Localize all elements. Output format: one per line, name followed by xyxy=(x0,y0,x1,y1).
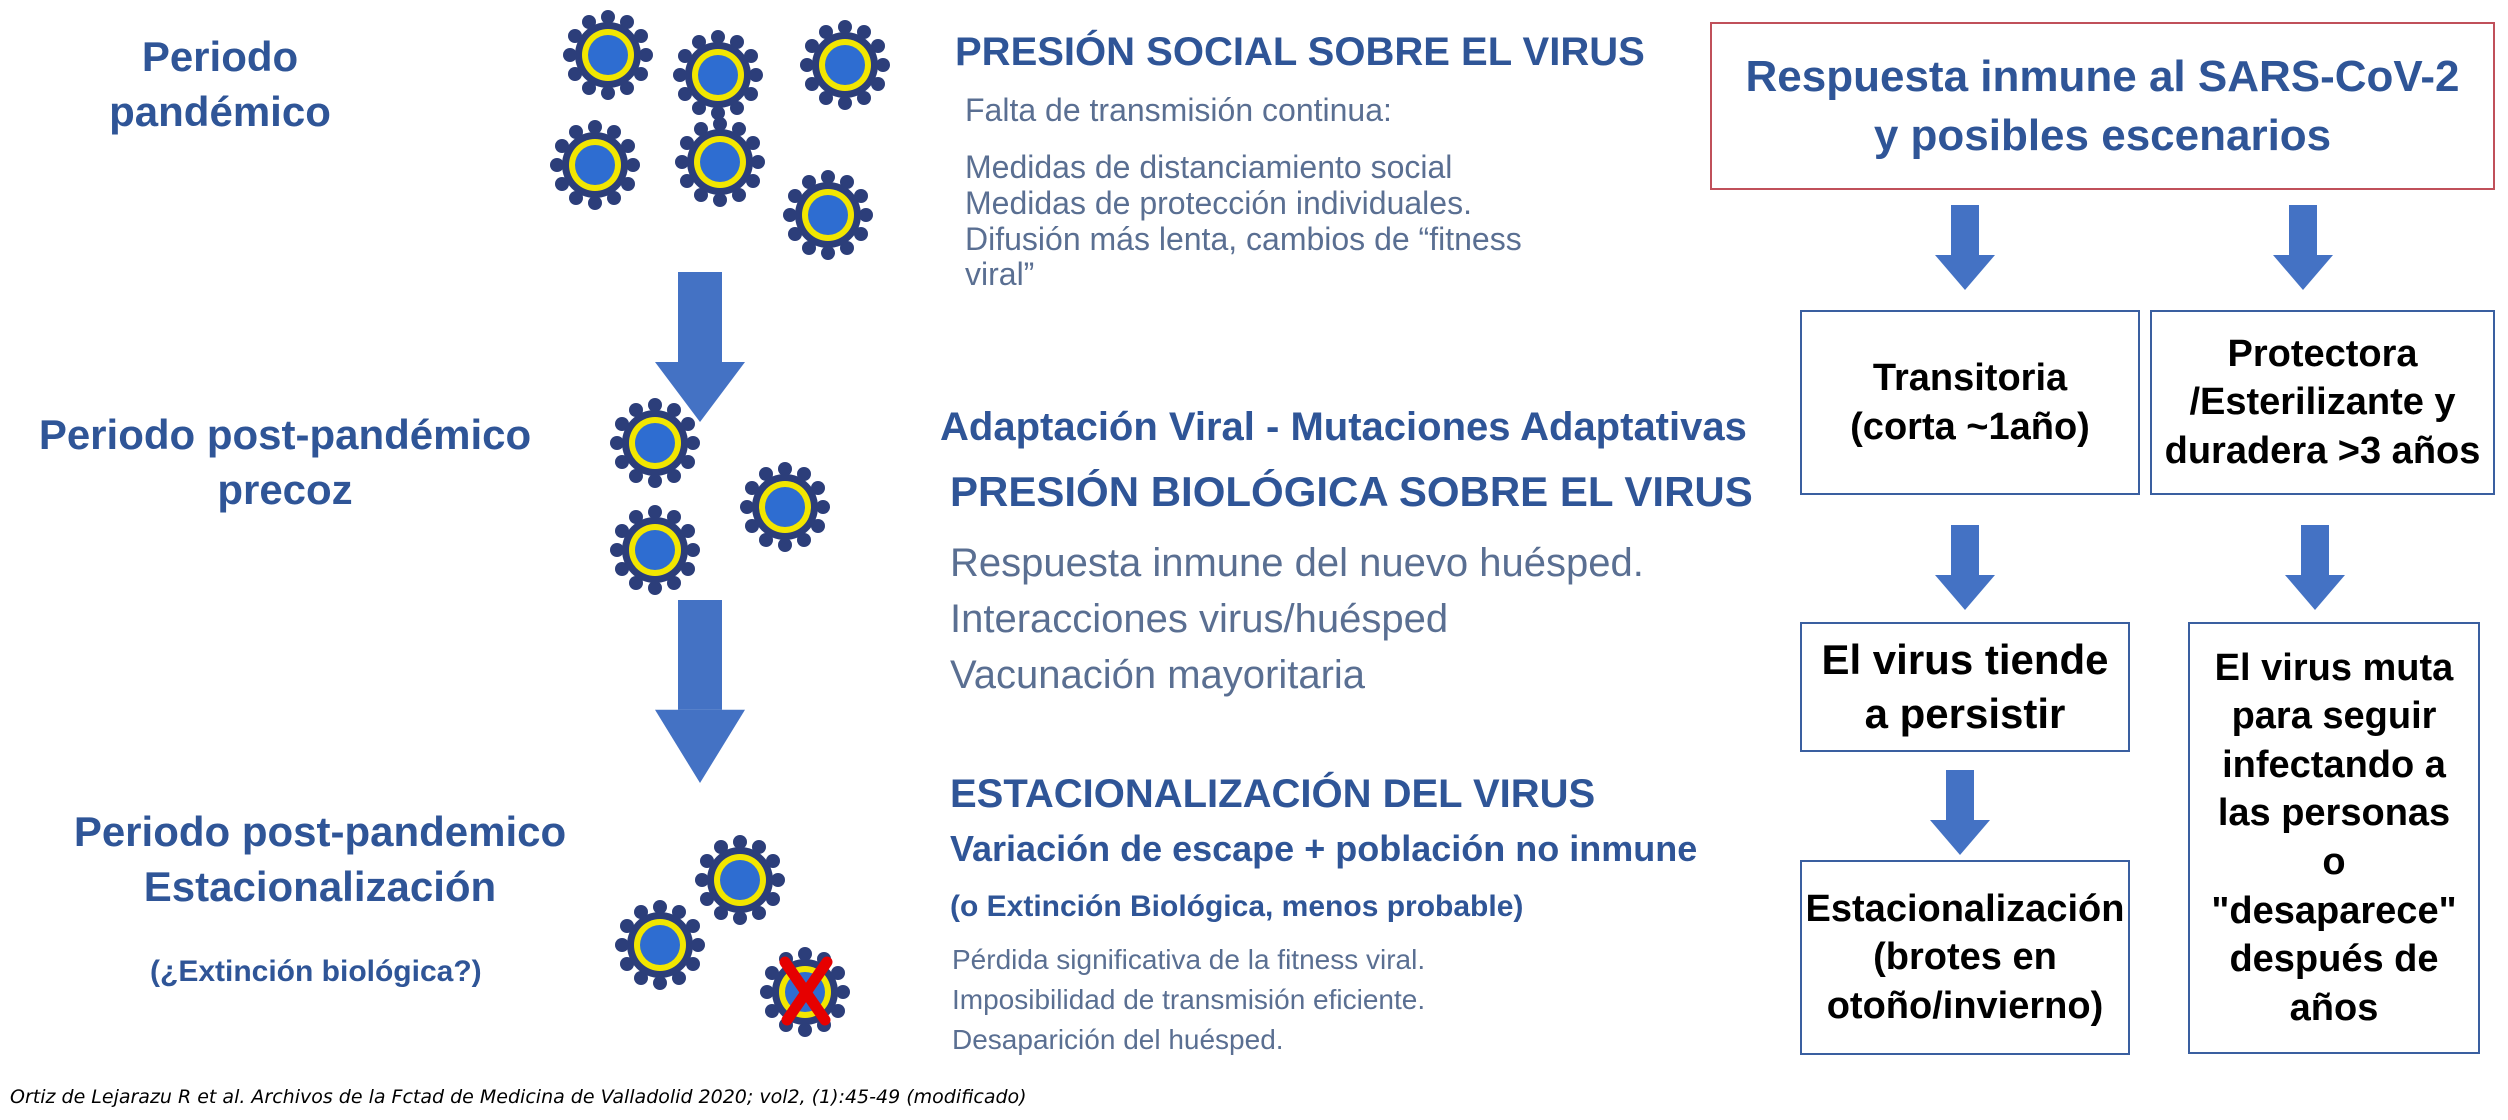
box-transient-response: Transitoria (corta ~1año) xyxy=(1800,310,2140,495)
virus-icon xyxy=(610,398,700,488)
list-item: Interacciones virus/huésped xyxy=(950,597,1449,641)
period-early-post-pandemic: Periodo post-pandémico precoz xyxy=(38,411,532,513)
list-item: Vacunación mayoritaria xyxy=(950,653,1366,697)
arrow-down-icon xyxy=(1930,770,1990,855)
social-pressure-subheading: Falta de transmisión continua: xyxy=(965,92,1392,128)
virus-icon xyxy=(783,170,873,260)
list-item: Difusión más lenta, cambios de “fitness xyxy=(965,220,1522,257)
seasonalization-note: (o Extinción Biológica, menos probable) xyxy=(950,890,1524,923)
virus-icon xyxy=(673,30,763,120)
virus-icon xyxy=(550,120,640,210)
period-pandemic: Periodo pandémico xyxy=(109,33,331,135)
virus-icon xyxy=(610,505,700,595)
seasonalization-heading: ESTACIONALIZACIÓN DEL VIRUS xyxy=(950,772,1596,816)
flowchart-title: Respuesta inmune al SARS-CoV-2 y posible… xyxy=(1710,22,2495,190)
virus-icon xyxy=(740,462,830,552)
list-item: viral” xyxy=(965,256,1035,293)
adaptation-heading: Adaptación Viral - Mutaciones Adaptativa… xyxy=(940,405,1747,449)
virus-icon xyxy=(675,117,765,207)
arrow-down-icon xyxy=(1935,205,1995,290)
virus-icon xyxy=(695,835,785,925)
list-item: Desaparición del huésped. xyxy=(952,1023,1284,1055)
period-seasonal-subtitle: (¿Extinción biológica?) xyxy=(150,955,482,988)
list-item: Pérdida significativa de la fitness vira… xyxy=(952,944,1426,975)
arrow-down-icon xyxy=(2285,525,2345,610)
biological-pressure-list: Respuesta inmune del nuevo huésped. Inte… xyxy=(950,535,1644,703)
box-protective-response: Protectora /Esterilizante y duradera >3 … xyxy=(2150,310,2495,495)
period-seasonalization: Periodo post-pandemico Estacionalización xyxy=(73,808,567,910)
social-pressure-list: Medidas de distanciamiento social Medida… xyxy=(965,149,1522,293)
box-seasonalization: Estacionalización (brotes en otoño/invie… xyxy=(1800,860,2130,1055)
arrow-down-icon xyxy=(655,272,745,422)
biological-pressure-heading: PRESIÓN BIOLÓGICA SOBRE EL VIRUS xyxy=(950,468,1753,515)
citation: Ortiz de Lejarazu R et al. Archivos de l… xyxy=(10,1086,1027,1108)
list-item: Medidas de protección individuales. xyxy=(965,184,1472,221)
cross-icon xyxy=(779,956,833,1026)
seasonalization-list: Pérdida significativa de la fitness vira… xyxy=(952,940,1425,1059)
box-virus-mutates: El virus muta para seguir infectando a l… xyxy=(2188,622,2480,1054)
virus-icon xyxy=(563,10,653,100)
virus-icon xyxy=(615,900,705,990)
arrow-down-icon xyxy=(1935,525,1995,610)
list-item: Medidas de distanciamiento social xyxy=(965,149,1453,185)
arrow-down-icon xyxy=(655,600,745,783)
box-virus-persists: El virus tiende a persistir xyxy=(1800,622,2130,752)
list-item: Respuesta inmune del nuevo huésped. xyxy=(950,541,1644,585)
social-pressure-heading: PRESIÓN SOCIAL SOBRE EL VIRUS xyxy=(955,30,1645,74)
seasonalization-subheading: Variación de escape + población no inmun… xyxy=(950,828,1698,869)
arrow-down-icon xyxy=(2273,205,2333,290)
list-item: Imposibilidad de transmisión eficiente. xyxy=(952,983,1426,1015)
virus-icon xyxy=(800,20,890,110)
